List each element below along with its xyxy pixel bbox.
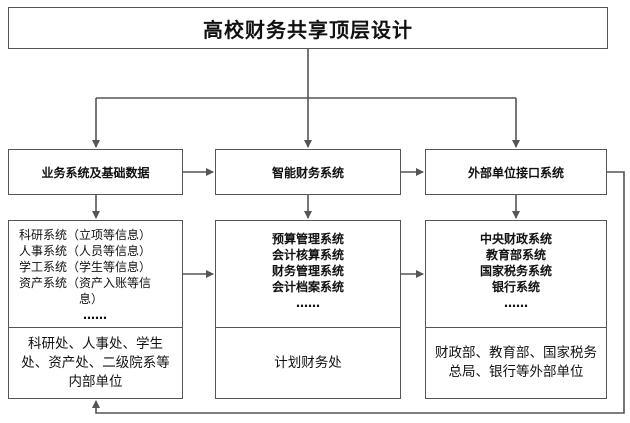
list-item: 息） <box>79 292 104 306</box>
detail-business-systems: 科研系统（立项等信息） 人事系统（人员等信息） 学工系统（学生等信息） 资产系统… <box>8 220 183 328</box>
list-item: 财务管理系统 <box>271 264 344 278</box>
heading-label: 智能财务系统 <box>271 165 344 180</box>
list-item: …… <box>504 296 528 310</box>
units-external: 财政部、教育部、国家税务总局、银行等外部单位 <box>425 327 607 399</box>
units-internal: 科研处、人事处、学生处、资产处、二级院系等内部单位 <box>8 327 183 399</box>
list-item: …… <box>296 296 320 310</box>
heading-business-systems: 业务系统及基础数据 <box>8 149 183 195</box>
heading-external-interface: 外部单位接口系统 <box>425 149 607 195</box>
list-item: 会计核算系统 <box>271 248 344 262</box>
detail-smart-finance: 预算管理系统 会计核算系统 财务管理系统 会计档案系统 …… <box>215 220 401 328</box>
units-text: 计划财务处 <box>274 354 342 371</box>
list-item: 中央财政系统 <box>479 232 552 246</box>
units-text: 财政部、教育部、国家税务总局、银行等外部单位 <box>435 345 597 380</box>
heading-smart-finance: 智能财务系统 <box>215 149 401 195</box>
list-item: 教育部系统 <box>485 248 546 262</box>
detail-external-interface: 中央财政系统 教育部系统 国家税务系统 银行系统 …… <box>425 220 607 328</box>
units-finance-office: 计划财务处 <box>215 327 401 399</box>
heading-label: 外部单位接口系统 <box>467 165 564 180</box>
diagram-title: 高校财务共享顶层设计 <box>203 17 413 42</box>
feedback-loop <box>92 171 625 414</box>
list-item: 科研系统（立项等信息） <box>19 228 152 242</box>
units-text: 科研处、人事处、学生处、资产处、二级院系等内部单位 <box>21 335 170 390</box>
list-item: 学工系统（学生等信息） <box>19 260 152 274</box>
list-item: 会计档案系统 <box>271 280 344 294</box>
list-item: …… <box>83 308 107 322</box>
list-item: 国家税务系统 <box>479 264 552 278</box>
list-item: 银行系统 <box>491 280 540 294</box>
heading-label: 业务系统及基础数据 <box>41 165 150 180</box>
title-box: 高校财务共享顶层设计 <box>8 7 608 49</box>
list-item: 人事系统（人员等信息） <box>19 244 152 258</box>
list-item: 预算管理系统 <box>271 232 344 246</box>
list-item: 资产系统（资产入账等信 <box>19 276 152 290</box>
